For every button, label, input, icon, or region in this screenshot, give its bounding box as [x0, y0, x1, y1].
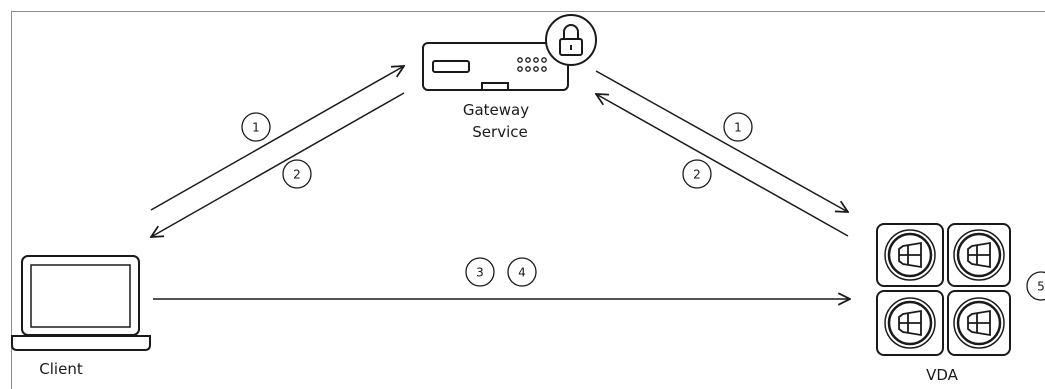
svg-text:2: 2	[293, 168, 301, 182]
lock-icon	[545, 14, 597, 66]
svg-text:5: 5	[1037, 280, 1045, 294]
laptop-icon	[11, 255, 151, 351]
client-label: Client	[39, 360, 83, 378]
svg-text:3: 3	[476, 266, 484, 280]
svg-text:1: 1	[734, 121, 742, 135]
arrow-gateway-to-client	[151, 92, 405, 237]
step-badge-vda-1: 1	[723, 112, 753, 142]
step-badge-4: 4	[507, 257, 537, 287]
svg-text:2: 2	[693, 168, 701, 182]
arrow-client-to-gateway	[150, 66, 404, 211]
step-badge-client-2: 2	[282, 159, 312, 189]
vda-label: VDA	[926, 366, 959, 384]
gateway-label-line2: Service	[472, 123, 527, 141]
svg-text:1: 1	[252, 121, 260, 135]
diagram-frame	[11, 11, 1045, 389]
step-badge-5: 5	[1026, 271, 1045, 301]
arrow-vda-to-gateway	[596, 94, 849, 237]
windows-vm-icon	[876, 223, 1011, 356]
step-badge-vda-2: 2	[682, 159, 712, 189]
step-badge-client-1: 1	[241, 112, 271, 142]
gateway-label-line1: Gateway	[463, 101, 529, 119]
svg-text:4: 4	[518, 266, 526, 280]
gateway-appliance-icon	[422, 42, 569, 91]
arrow-gateway-to-vda	[595, 70, 848, 212]
step-badge-3: 3	[465, 257, 495, 287]
